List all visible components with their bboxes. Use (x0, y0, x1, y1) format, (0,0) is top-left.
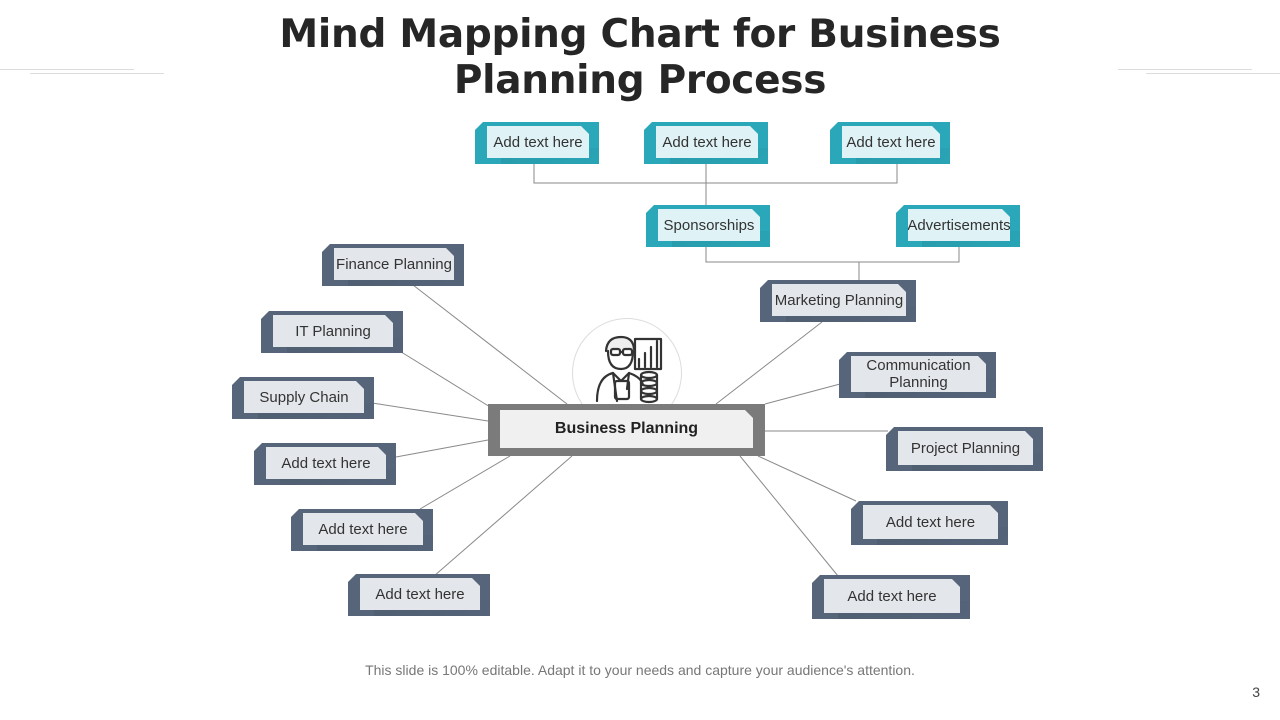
connector-finance-planning (412, 284, 568, 405)
node-right-add-1-label: Add text here (863, 505, 998, 539)
node-left-add-1: Add text here (254, 443, 396, 485)
node-left-add-3: Add text here (348, 574, 490, 616)
center-node-label: Business Planning (500, 410, 753, 448)
node-advertisements: Advertisements (896, 205, 1020, 247)
node-communication-planning-label: Communication Planning (851, 356, 986, 392)
node-supply-chain-label: Supply Chain (244, 381, 364, 413)
connector-top-bracket (533, 162, 898, 208)
node-it-planning: IT Planning (261, 311, 403, 353)
connector-marketing-planning (715, 321, 823, 405)
connector-it-planning (397, 349, 496, 411)
node-finance-planning-label: Finance Planning (334, 248, 454, 280)
node-marketing-planning-label: Marketing Planning (772, 284, 906, 316)
node-right-add-1: Add text here (851, 501, 1008, 545)
top-node-3-label: Add text here (842, 126, 940, 158)
node-finance-planning: Finance Planning (322, 244, 464, 286)
node-left-add-1-label: Add text here (266, 447, 386, 479)
connector-communication-planning (764, 383, 841, 405)
connector-left-add-2 (419, 455, 511, 510)
footer-note: This slide is 100% editable. Adapt it to… (365, 662, 915, 678)
page-number: 3 (1252, 684, 1260, 700)
connector-right-add-2 (739, 455, 839, 577)
business-person-chart-icon (595, 335, 663, 404)
header-rule-right-lower (1146, 73, 1280, 74)
node-project-planning: Project Planning (886, 427, 1043, 471)
connector-right-add-1 (757, 455, 857, 502)
node-sponsorships: Sponsorships (646, 205, 770, 247)
node-supply-chain: Supply Chain (232, 377, 374, 419)
connector-left-add-3 (433, 455, 573, 577)
node-left-add-3-label: Add text here (360, 578, 480, 610)
connector-left-add-1 (395, 439, 489, 458)
top-node-1: Add text here (475, 122, 599, 164)
top-node-2: Add text here (644, 122, 768, 164)
node-it-planning-label: IT Planning (273, 315, 393, 347)
header-rule-left (0, 69, 134, 70)
connector-marketing-bracket (705, 245, 960, 281)
header-rule-left-lower (30, 73, 164, 74)
node-sponsorships-label: Sponsorships (658, 209, 760, 241)
node-communication-planning: Communication Planning (839, 352, 996, 398)
top-node-3: Add text here (830, 122, 950, 164)
center-node-business-planning: Business Planning (488, 404, 765, 456)
node-right-add-2-label: Add text here (824, 579, 960, 613)
node-project-planning-label: Project Planning (898, 431, 1033, 465)
top-node-2-label: Add text here (656, 126, 758, 158)
slide-title: Mind Mapping Chart for Business Planning… (279, 12, 1001, 103)
connector-supply-chain (371, 402, 489, 422)
node-marketing-planning: Marketing Planning (760, 280, 916, 322)
node-advertisements-label: Advertisements (908, 209, 1010, 241)
top-node-1-label: Add text here (487, 126, 589, 158)
header-rule-right (1118, 69, 1252, 70)
node-right-add-2: Add text here (812, 575, 970, 619)
node-left-add-2-label: Add text here (303, 513, 423, 545)
node-left-add-2: Add text here (291, 509, 433, 551)
